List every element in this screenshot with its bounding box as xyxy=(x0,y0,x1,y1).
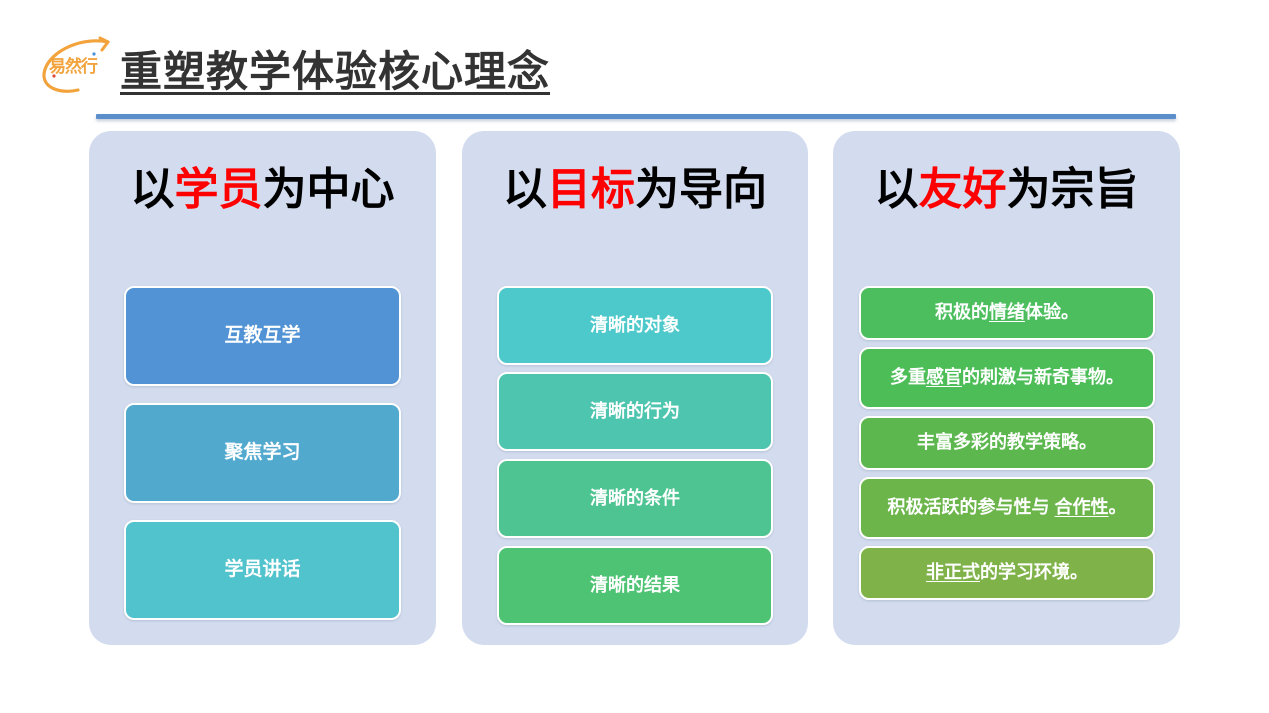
card-label: 清晰的行为 xyxy=(590,400,680,421)
card-label: 丰富多彩的教学策略。 xyxy=(917,432,1097,453)
card-label: 积极活跃的参与性与 合作性。 xyxy=(887,497,1127,518)
panel-goal-oriented: 以目标为导向 清晰的对象 清晰的行为 清晰的条件 清晰的结果 xyxy=(462,131,808,645)
card-item[interactable]: 清晰的对象 xyxy=(497,286,773,365)
card-item[interactable]: 丰富多彩的教学策略。 xyxy=(859,416,1155,470)
title-part-prefix: 以 xyxy=(503,165,547,214)
title-part-suffix: 为导向 xyxy=(635,165,767,214)
card-item[interactable]: 积极的情绪体验。 xyxy=(859,286,1155,340)
card-item[interactable]: 聚焦学习 xyxy=(124,403,401,503)
card-label: 多重感官的刺激与新奇事物。 xyxy=(890,367,1124,388)
card-label: 积极的情绪体验。 xyxy=(935,302,1079,323)
card-label: 清晰的条件 xyxy=(590,487,680,508)
card-item[interactable]: 积极活跃的参与性与 合作性。 xyxy=(859,477,1155,539)
panel-learner-centered: 以学员为中心 互教互学 聚焦学习 学员讲话 xyxy=(89,131,436,645)
card-label: 互教互学 xyxy=(224,324,301,346)
panel-title-goal-oriented: 以目标为导向 xyxy=(462,165,808,214)
card-item[interactable]: 清晰的行为 xyxy=(497,372,773,451)
title-part-suffix: 为中心 xyxy=(262,165,395,214)
panel-friendly-purpose: 以友好为宗旨 积极的情绪体验。 多重感官的刺激与新奇事物。 丰富多彩的教学策略。… xyxy=(833,131,1180,645)
panel-title-learner-centered: 以学员为中心 xyxy=(89,165,436,214)
card-list-friendly-purpose: 积极的情绪体验。 多重感官的刺激与新奇事物。 丰富多彩的教学策略。 积极活跃的参… xyxy=(833,131,1180,645)
title-part-prefix: 以 xyxy=(874,165,919,214)
card-item[interactable]: 互教互学 xyxy=(124,286,401,386)
title-part-highlight: 目标 xyxy=(547,165,635,214)
card-item[interactable]: 学员讲话 xyxy=(124,520,401,620)
header-divider-line xyxy=(96,114,1176,119)
card-label: 清晰的对象 xyxy=(590,314,680,335)
card-label: 清晰的结果 xyxy=(590,574,680,595)
card-item[interactable]: 多重感官的刺激与新奇事物。 xyxy=(859,347,1155,409)
card-item[interactable]: 清晰的条件 xyxy=(497,459,773,538)
card-label: 聚焦学习 xyxy=(224,441,301,463)
card-label: 学员讲话 xyxy=(224,558,301,580)
panel-title-friendly-purpose: 以友好为宗旨 xyxy=(833,165,1180,214)
card-list-goal-oriented: 清晰的对象 清晰的行为 清晰的条件 清晰的结果 xyxy=(462,131,808,645)
concept-columns: 以学员为中心 互教互学 聚焦学习 学员讲话 以目标为导向 清晰的对象 清晰的行为 xyxy=(0,131,1269,647)
title-part-suffix: 为宗旨 xyxy=(1006,165,1139,214)
card-item[interactable]: 非正式的学习环境。 xyxy=(859,546,1155,600)
title-part-highlight: 学员 xyxy=(174,165,263,214)
page-header: 易然行 重塑教学体验核心理念 xyxy=(0,0,1269,119)
title-part-highlight: 友好 xyxy=(918,165,1007,214)
title-part-prefix: 以 xyxy=(130,165,175,214)
yiranxing-logo: 易然行 xyxy=(38,36,126,98)
card-item[interactable]: 清晰的结果 xyxy=(497,546,773,625)
logo-wordmark: 易然行 xyxy=(49,57,98,76)
page-title: 重塑教学体验核心理念 xyxy=(120,48,551,95)
card-list-learner-centered: 互教互学 聚焦学习 学员讲话 xyxy=(89,131,436,645)
card-label: 非正式的学习环境。 xyxy=(926,562,1088,583)
